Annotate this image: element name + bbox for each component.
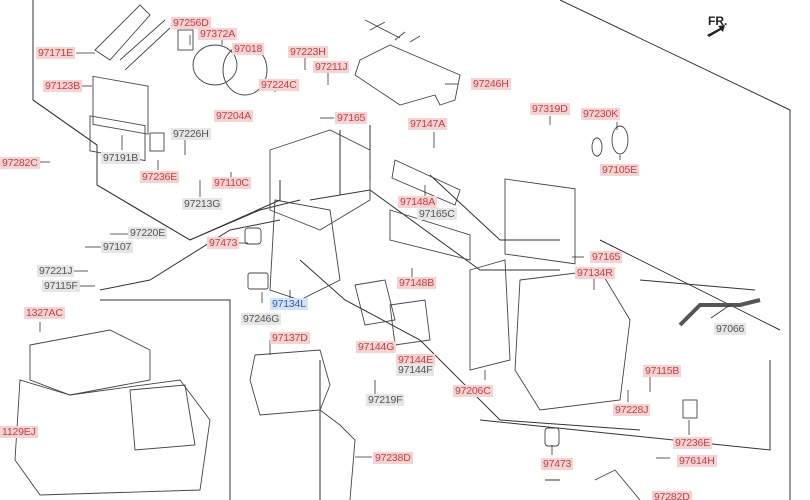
part-label-97165c[interactable]: 97165C xyxy=(417,208,457,220)
part-label-97213g[interactable]: 97213G xyxy=(182,198,223,210)
part-label-97123b[interactable]: 97123B xyxy=(43,80,83,92)
border-line xyxy=(559,0,791,500)
part-label-97171e[interactable]: 97171E xyxy=(36,47,76,59)
part-label-97238d[interactable]: 97238D xyxy=(373,452,413,464)
part-label-97144g[interactable]: 97144G xyxy=(356,341,397,353)
border-line xyxy=(100,299,231,500)
housing-right-door-shape xyxy=(469,259,511,371)
part-label-97230k[interactable]: 97230K xyxy=(581,108,621,120)
part-label-97473-left[interactable]: 97473 xyxy=(207,237,240,249)
part-label-97372a[interactable]: 97372A xyxy=(198,28,238,40)
part-label-97137d[interactable]: 97137D xyxy=(270,332,310,344)
evaporator-shape xyxy=(504,178,576,265)
part-label-97224c[interactable]: 97224C xyxy=(259,79,299,91)
part-label-97282c[interactable]: 97282C xyxy=(0,157,40,169)
part-label-97220e[interactable]: 97220E xyxy=(128,227,168,239)
part-label-97144e[interactable]: 97144E xyxy=(396,354,436,366)
part-label-97219f[interactable]: 97219F xyxy=(366,394,405,406)
part-label-97115f[interactable]: 97115F xyxy=(42,280,80,292)
part-label-97246g[interactable]: 97246G xyxy=(241,313,282,325)
part-label-97223h[interactable]: 97223H xyxy=(288,46,328,58)
part-label-97134r[interactable]: 97134R xyxy=(575,267,615,279)
part-label-1327ac[interactable]: 1327AC xyxy=(24,307,65,319)
part-label-97134l[interactable]: 97134L xyxy=(270,298,308,310)
part-label-97018[interactable]: 97018 xyxy=(232,43,265,55)
front-arrow-icon xyxy=(707,25,725,37)
assembly-top-shape xyxy=(29,329,151,396)
part-label-97191b[interactable]: 97191B xyxy=(101,152,141,164)
part-label-97319d[interactable]: 97319D xyxy=(530,103,570,115)
part-label-97246h[interactable]: 97246H xyxy=(471,78,511,90)
part-label-97165-right[interactable]: 97165 xyxy=(590,251,623,263)
housing-upper-shape xyxy=(269,129,371,231)
part-label-97236e-top[interactable]: 97236E xyxy=(140,171,180,183)
part-label-97147a[interactable]: 97147A xyxy=(408,118,448,130)
part-label-97226h[interactable]: 97226H xyxy=(171,128,211,140)
part-label-97204a[interactable]: 97204A xyxy=(214,110,254,122)
part-label-97473-bottom[interactable]: 97473 xyxy=(541,458,574,470)
part-label-97105e[interactable]: 97105E xyxy=(600,164,640,176)
part-label-97148a[interactable]: 97148A xyxy=(398,196,438,208)
front-direction-label: FR. xyxy=(708,14,728,28)
part-label-97107[interactable]: 97107 xyxy=(101,241,134,253)
housing-left-shape xyxy=(269,199,341,301)
gasket-shape xyxy=(354,44,461,106)
part-label-1129ej[interactable]: 1129EJ xyxy=(0,426,38,438)
part-label-97110c[interactable]: 97110C xyxy=(212,177,251,189)
part-label-97144f[interactable]: 97144F xyxy=(396,364,435,376)
part-label-97206c[interactable]: 97206C xyxy=(453,385,493,397)
housing-right-shape xyxy=(514,269,631,411)
part-label-97211j[interactable]: 97211J xyxy=(313,61,350,73)
part-label-97282d[interactable]: 97282D xyxy=(652,491,692,500)
part-label-97221j[interactable]: 97221J xyxy=(37,265,75,277)
part-label-97236e-bottom[interactable]: 97236E xyxy=(673,437,713,449)
part-label-97115b[interactable]: 97115B xyxy=(643,365,682,377)
hose-shape xyxy=(678,298,761,327)
heater-core-shape xyxy=(92,75,149,135)
part-label-97165-top[interactable]: 97165 xyxy=(335,112,368,124)
part-label-97066[interactable]: 97066 xyxy=(714,323,747,335)
assembly-body-shape xyxy=(14,379,211,496)
part-label-97228j[interactable]: 97228J xyxy=(613,404,651,416)
part-label-97614h[interactable]: 97614H xyxy=(677,455,717,467)
part-label-97256d[interactable]: 97256D xyxy=(171,17,211,29)
lower-case-shape xyxy=(249,349,331,416)
part-label-97148b[interactable]: 97148B xyxy=(397,277,437,289)
